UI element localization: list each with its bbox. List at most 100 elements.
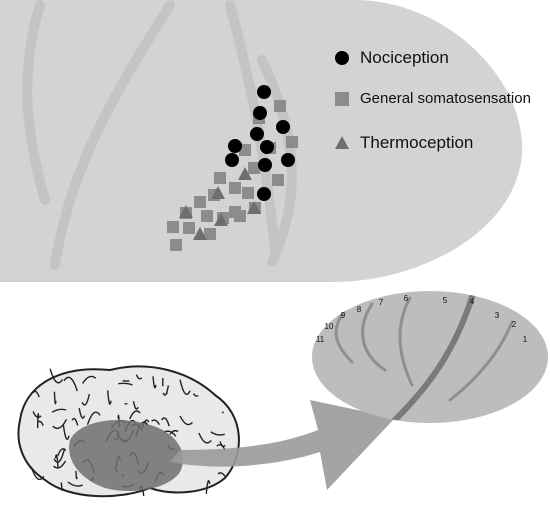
square-marker [214, 172, 226, 184]
gyrus-stroke [118, 382, 133, 386]
sulcus [361, 302, 387, 372]
brain-medial-cut [69, 420, 184, 492]
gyrus-stroke [132, 401, 139, 410]
circle-marker [276, 120, 290, 134]
gyrus-stroke [217, 472, 227, 478]
gyrus-stroke [82, 375, 97, 384]
gyrus-label: 6 [404, 294, 409, 303]
square-marker [204, 228, 216, 240]
gyrus-stroke [53, 391, 57, 405]
gyrus-stroke [71, 417, 79, 426]
sulcus [334, 308, 354, 364]
triangle-marker [179, 205, 193, 218]
gyrus-stroke [53, 460, 67, 469]
gyrus-stroke [179, 415, 194, 426]
gyrus-stroke [30, 466, 45, 481]
gyrus-stroke [210, 431, 225, 436]
gyrus-stroke [107, 390, 112, 405]
square-marker [194, 196, 206, 208]
gyrus-stroke [67, 481, 83, 487]
circle-marker [228, 139, 242, 153]
gyrus-stroke [78, 407, 86, 419]
brain-illustration [17, 365, 240, 498]
gyrus-label: 3 [495, 311, 500, 320]
circle-icon [334, 50, 350, 66]
gyrus-label: 8 [357, 305, 362, 314]
gyrus-stroke [57, 448, 67, 457]
sulcus [448, 320, 514, 402]
square-icon [334, 91, 350, 107]
square-marker [201, 210, 213, 222]
square-marker [234, 210, 246, 222]
circle-marker [258, 158, 272, 172]
square-marker [242, 187, 254, 199]
gyrus-stroke [198, 432, 212, 444]
gyrus-stroke [192, 393, 199, 397]
sulcus [257, 55, 297, 267]
circle-marker [225, 153, 239, 167]
gyrus-label: 10 [325, 322, 334, 331]
marker-cluster [167, 85, 298, 251]
gyrus-stroke [86, 411, 101, 425]
gyrus-stroke [161, 417, 170, 427]
triangle-marker [238, 167, 252, 180]
sulcus [50, 0, 175, 270]
gyrus-stroke [36, 413, 40, 429]
gyrus-stroke [152, 376, 157, 389]
gyrus-stroke [135, 374, 143, 380]
triangle-icon [334, 135, 350, 151]
square-marker [229, 182, 241, 194]
square-marker [239, 144, 251, 156]
square-marker [248, 162, 260, 174]
gyrus-stroke [53, 448, 66, 463]
gyrus-stroke [169, 429, 179, 435]
insula-enlarged [0, 0, 523, 282]
square-marker [286, 136, 298, 148]
gyrus-label: 7 [379, 298, 384, 307]
gyrus-stroke [129, 410, 141, 420]
gyrus-stroke [162, 385, 170, 396]
legend-item-nociception: Nociception [334, 48, 449, 68]
square-marker [167, 221, 179, 233]
gyrus-stroke [179, 379, 191, 396]
gyrus-stroke [54, 454, 59, 469]
gyrus-label: 9 [341, 311, 346, 320]
circle-marker [250, 127, 264, 141]
gyrus-stroke [60, 482, 64, 491]
gyrus-label: 1 [523, 335, 528, 344]
circle-marker [253, 106, 267, 120]
triangle-marker [214, 213, 228, 226]
legend-label: Nociception [360, 48, 449, 67]
legend-label: General somatosensation [360, 90, 531, 107]
square-marker [272, 174, 284, 186]
gyrus-stroke [62, 425, 70, 440]
insula-map-shape [312, 291, 548, 423]
sulcus [22, 0, 50, 205]
central-insular-sulcus [392, 294, 475, 423]
gyrus-stroke [81, 393, 91, 406]
sulcus [398, 296, 414, 387]
gyrus-stroke [49, 368, 64, 384]
circle-marker [257, 85, 271, 99]
gyrus-stroke [205, 480, 211, 494]
arrow-icon [170, 400, 395, 490]
gyrus-stroke [63, 376, 78, 392]
gyrus-label: 11 [316, 335, 325, 344]
gyrus-label: 5 [443, 296, 448, 305]
circle-marker [281, 153, 295, 167]
gyrus-stroke [32, 390, 40, 398]
legend-item-thermoception: Thermoception [334, 133, 473, 153]
gyrus-stroke [32, 411, 42, 419]
gyrus-label: 2 [512, 320, 517, 329]
circle-marker [260, 140, 274, 154]
square-marker [183, 222, 195, 234]
triangle-marker [211, 186, 225, 199]
square-marker [170, 239, 182, 251]
circle-marker [257, 187, 271, 201]
legend-item-general-somatosensation: General somatosensation [334, 90, 531, 107]
gyrus-stroke [151, 419, 161, 425]
square-marker [274, 100, 286, 112]
